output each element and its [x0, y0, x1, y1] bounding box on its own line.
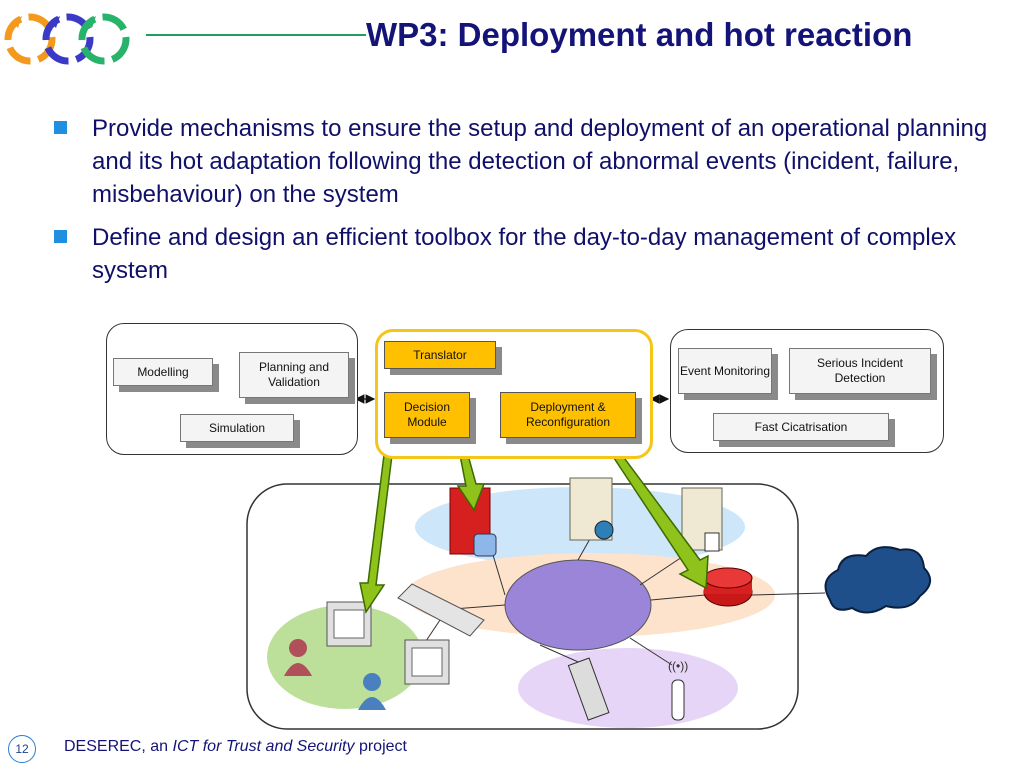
- page-title: WP3: Deployment and hot reaction: [366, 16, 913, 53]
- translator-box: Translator: [384, 341, 496, 369]
- network-panel: [246, 483, 799, 730]
- svg-text:((•)): ((•)): [668, 659, 688, 673]
- page-number: 12: [8, 735, 36, 763]
- satellite-zone: [518, 648, 738, 728]
- deserec-logo: [4, 13, 130, 65]
- footer-italic: ICT for Trust and Security: [172, 738, 355, 755]
- bullet-text: Define and design an efficient toolbox f…: [92, 224, 957, 284]
- modelling-box: Modelling: [113, 358, 213, 386]
- simulation-box: Simulation: [180, 414, 294, 442]
- fast-cicatrisation-box: Fast Cicatrisation: [713, 413, 889, 441]
- cloud-icon: [824, 546, 931, 614]
- red-server-icon: [449, 487, 491, 555]
- footer-prefix: DESEREC, an: [64, 738, 169, 755]
- serious-incident-box: Serious Incident Detection: [789, 348, 931, 394]
- deployment-reconfiguration-box: Deployment & Reconfiguration: [500, 392, 636, 438]
- bullet-square-icon: [54, 121, 67, 134]
- bullet-item: Provide mechanisms to ensure the setup a…: [52, 112, 992, 211]
- green-arrow: [359, 454, 393, 614]
- bullet-item: Define and design an efficient toolbox f…: [52, 221, 992, 287]
- title-rule: [146, 34, 366, 36]
- server-zone: [415, 487, 745, 567]
- bullet-square-icon: [54, 230, 67, 243]
- decision-module-box: Decision Module: [384, 392, 470, 438]
- user-zone: [267, 605, 423, 709]
- event-monitoring-box: Event Monitoring: [678, 348, 772, 394]
- footer-text: DESEREC, an ICT for Trust and Security p…: [64, 738, 407, 756]
- network-core: [504, 559, 652, 651]
- bullet-text: Provide mechanisms to ensure the setup a…: [92, 115, 988, 208]
- core-zone: [405, 553, 775, 637]
- bullet-list: Provide mechanisms to ensure the setup a…: [52, 112, 992, 297]
- footer-suffix: project: [358, 738, 407, 755]
- planning-validation-box: Planning and Validation: [239, 352, 349, 398]
